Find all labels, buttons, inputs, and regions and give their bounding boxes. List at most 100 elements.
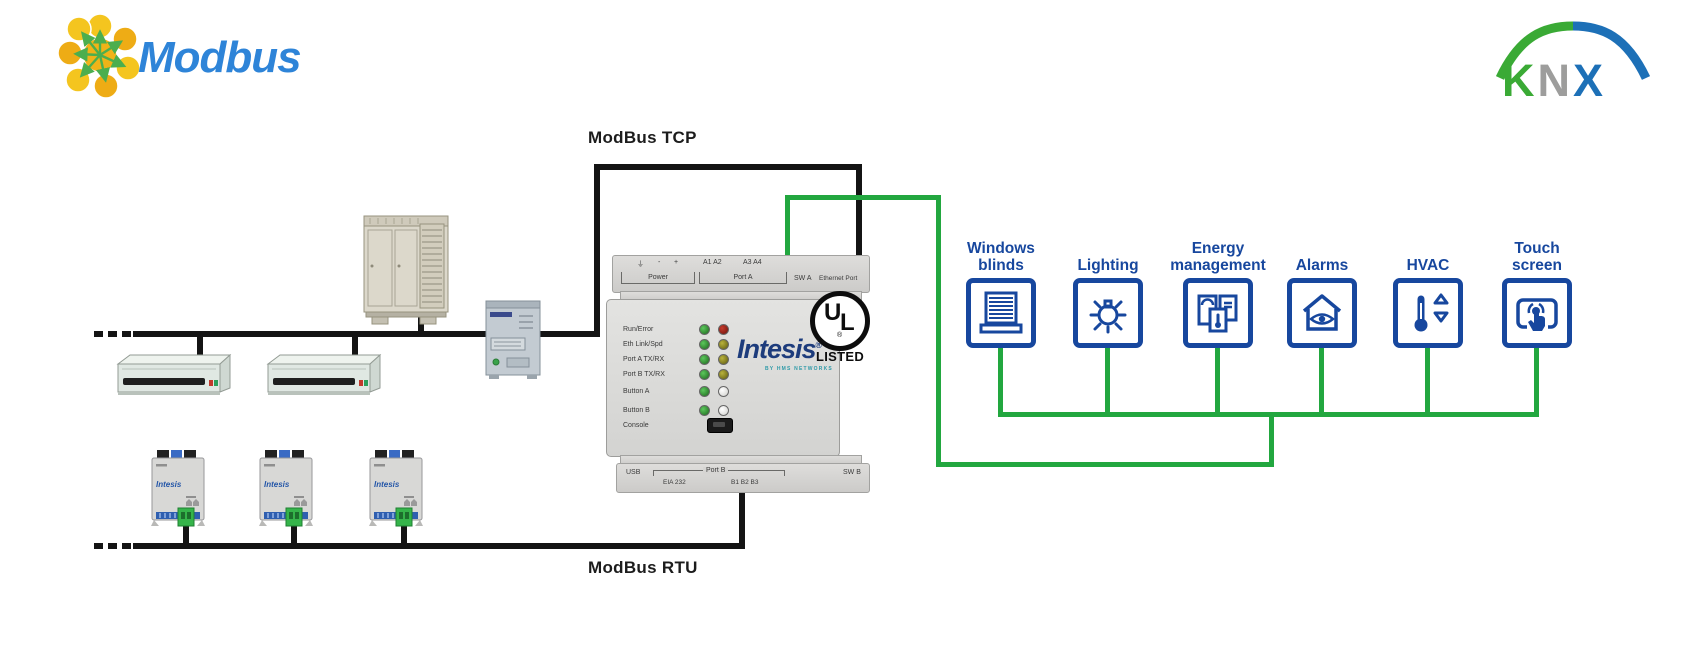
- touch-screen-icon: [1516, 298, 1558, 331]
- knx-stub-hvac: [1425, 348, 1430, 417]
- indoor-bus-dash: [94, 331, 103, 337]
- indoor-unit-1-image: [116, 353, 232, 395]
- alarms-label: Alarms: [1295, 257, 1349, 274]
- knx-wire-lower-horizontal: [936, 462, 1274, 467]
- knx-arc-green: [1495, 21, 1574, 80]
- minus-terminal-label: -: [658, 259, 661, 266]
- port-a-terminal-group: Port A: [699, 272, 787, 284]
- ethernet-port-label: Ethernet Port: [819, 275, 858, 282]
- sw-b-label: SW B: [843, 469, 861, 476]
- run-error-led-red: [718, 323, 729, 335]
- knx-wire-top-horizontal: [785, 195, 941, 200]
- energy-management-icon: [1197, 294, 1238, 333]
- gateway-bottom-terminal-strip: USB Port B EIA 232 B1 B2 B3 SW B: [616, 463, 870, 493]
- hvac-bus-wire: [133, 331, 600, 337]
- touch-screen-box: [1502, 278, 1572, 348]
- port-b-label: Port B: [703, 467, 729, 474]
- rtu-bus-dash: [94, 543, 103, 549]
- button-b-led-green: [699, 404, 710, 416]
- rtu-interface-1-stub-wire: [183, 520, 189, 543]
- port-a-pins-12-label: A1 A2: [703, 259, 722, 266]
- button-a-led-off: [718, 385, 729, 397]
- led-label: Button A: [623, 387, 650, 395]
- windows-blinds-box: [966, 278, 1036, 348]
- hvac-box: [1393, 278, 1463, 348]
- indoor-bus-dash: [108, 331, 117, 337]
- intesis-brand-logo: Intesis®: [737, 334, 822, 364]
- led-label: Eth Link/Spd: [623, 340, 663, 348]
- knx-logo-text: KNX: [1502, 55, 1603, 100]
- modbus-logo: Modbus: [57, 13, 302, 99]
- indoor-unit-1-stub-wire: [197, 331, 203, 359]
- modbus-node-cluster-icon: [57, 13, 141, 99]
- modbus-rtu-wire-vertical: [739, 488, 745, 549]
- indoor-unit-2-stub-wire: [352, 331, 358, 359]
- port-b-led-amber: [718, 368, 729, 380]
- led-row: Port B TX/RX: [623, 368, 737, 380]
- modbus-tcp-wire-vertical-right: [856, 164, 862, 268]
- port-a-led-green: [699, 353, 710, 365]
- knx-stub-alarms: [1319, 348, 1324, 417]
- eth-link-led-green: [699, 338, 710, 350]
- modbus-logo-text: Modbus: [138, 33, 301, 82]
- button-b-led-off: [718, 404, 729, 416]
- power-terminal-group: Power: [621, 272, 695, 284]
- gateway-front-panel: Run/Error Eth Link/Spd Port A TX/RX Port…: [606, 299, 840, 457]
- led-label: Button B: [623, 406, 650, 414]
- knx-wire-down-vertical: [936, 195, 941, 467]
- led-row: Button A: [623, 385, 737, 397]
- knx-arc-blue: [1572, 21, 1651, 80]
- hvac-label: HVAC: [1406, 257, 1450, 274]
- lighting-icon: [1089, 299, 1127, 334]
- console-port: [707, 418, 733, 433]
- rtu-interface-3-image: Intesis: [369, 450, 423, 527]
- hvac-adapter-image: [485, 300, 541, 379]
- svg-text:Intesis: Intesis: [374, 480, 400, 489]
- led-row: Port A TX/RX: [623, 353, 737, 365]
- run-error-led-green: [699, 323, 710, 335]
- knx-stub-energy: [1215, 348, 1220, 417]
- indoor-unit-2-image: [266, 353, 382, 395]
- alarms-box: [1287, 278, 1357, 348]
- energy-management-box: [1183, 278, 1253, 348]
- ground-terminal-label: ⏚: [637, 261, 644, 268]
- eia-232-label: EIA 232: [663, 479, 686, 486]
- indoor-bus-dash: [122, 331, 131, 337]
- button-a-led-green: [699, 385, 710, 397]
- knx-wire-device-vertical: [785, 195, 790, 270]
- lighting-label: Lighting: [1077, 257, 1139, 274]
- rtu-interface-1-image: Intesis: [151, 450, 205, 527]
- window-blinds-icon: [979, 291, 1023, 334]
- knx-wire-riser: [1269, 412, 1274, 467]
- led-label: Port B TX/RX: [623, 370, 665, 378]
- eth-link-led-amber: [718, 338, 729, 350]
- rtu-interface-3-stub-wire: [401, 520, 407, 543]
- led-row: Eth Link/Spd: [623, 338, 737, 350]
- rtu-interface-2-image: Intesis: [259, 450, 313, 527]
- hvac-icon: [1414, 293, 1449, 332]
- port-a-pins-34-label: A3 A4: [743, 259, 762, 266]
- rtu-interface-2-stub-wire: [291, 520, 297, 543]
- plus-terminal-label: +: [674, 259, 679, 266]
- console-label: Console: [623, 421, 649, 429]
- port-b-led-green: [699, 368, 710, 380]
- led-label: Port A TX/RX: [623, 355, 665, 363]
- usb-label: USB: [626, 469, 641, 476]
- intesis-brand-subtext: BY HMS NETWORKS: [765, 366, 833, 372]
- port-b-pins-label: B1 B2 B3: [731, 479, 759, 486]
- knx-stub-lighting: [1105, 348, 1110, 417]
- modbus-rtu-bus-wire: [133, 543, 745, 549]
- modbus-tcp-label: ModBus TCP: [588, 128, 697, 147]
- lighting-box: [1073, 278, 1143, 348]
- knx-device-bus-wire: [998, 412, 1539, 417]
- knx-stub-touch: [1534, 348, 1539, 417]
- modbus-tcp-wire-horizontal: [594, 164, 862, 170]
- rtu-bus-dash: [108, 543, 117, 549]
- rtu-bus-dash: [122, 543, 131, 549]
- svg-text:Intesis: Intesis: [264, 480, 290, 489]
- console-row: Console: [623, 419, 699, 431]
